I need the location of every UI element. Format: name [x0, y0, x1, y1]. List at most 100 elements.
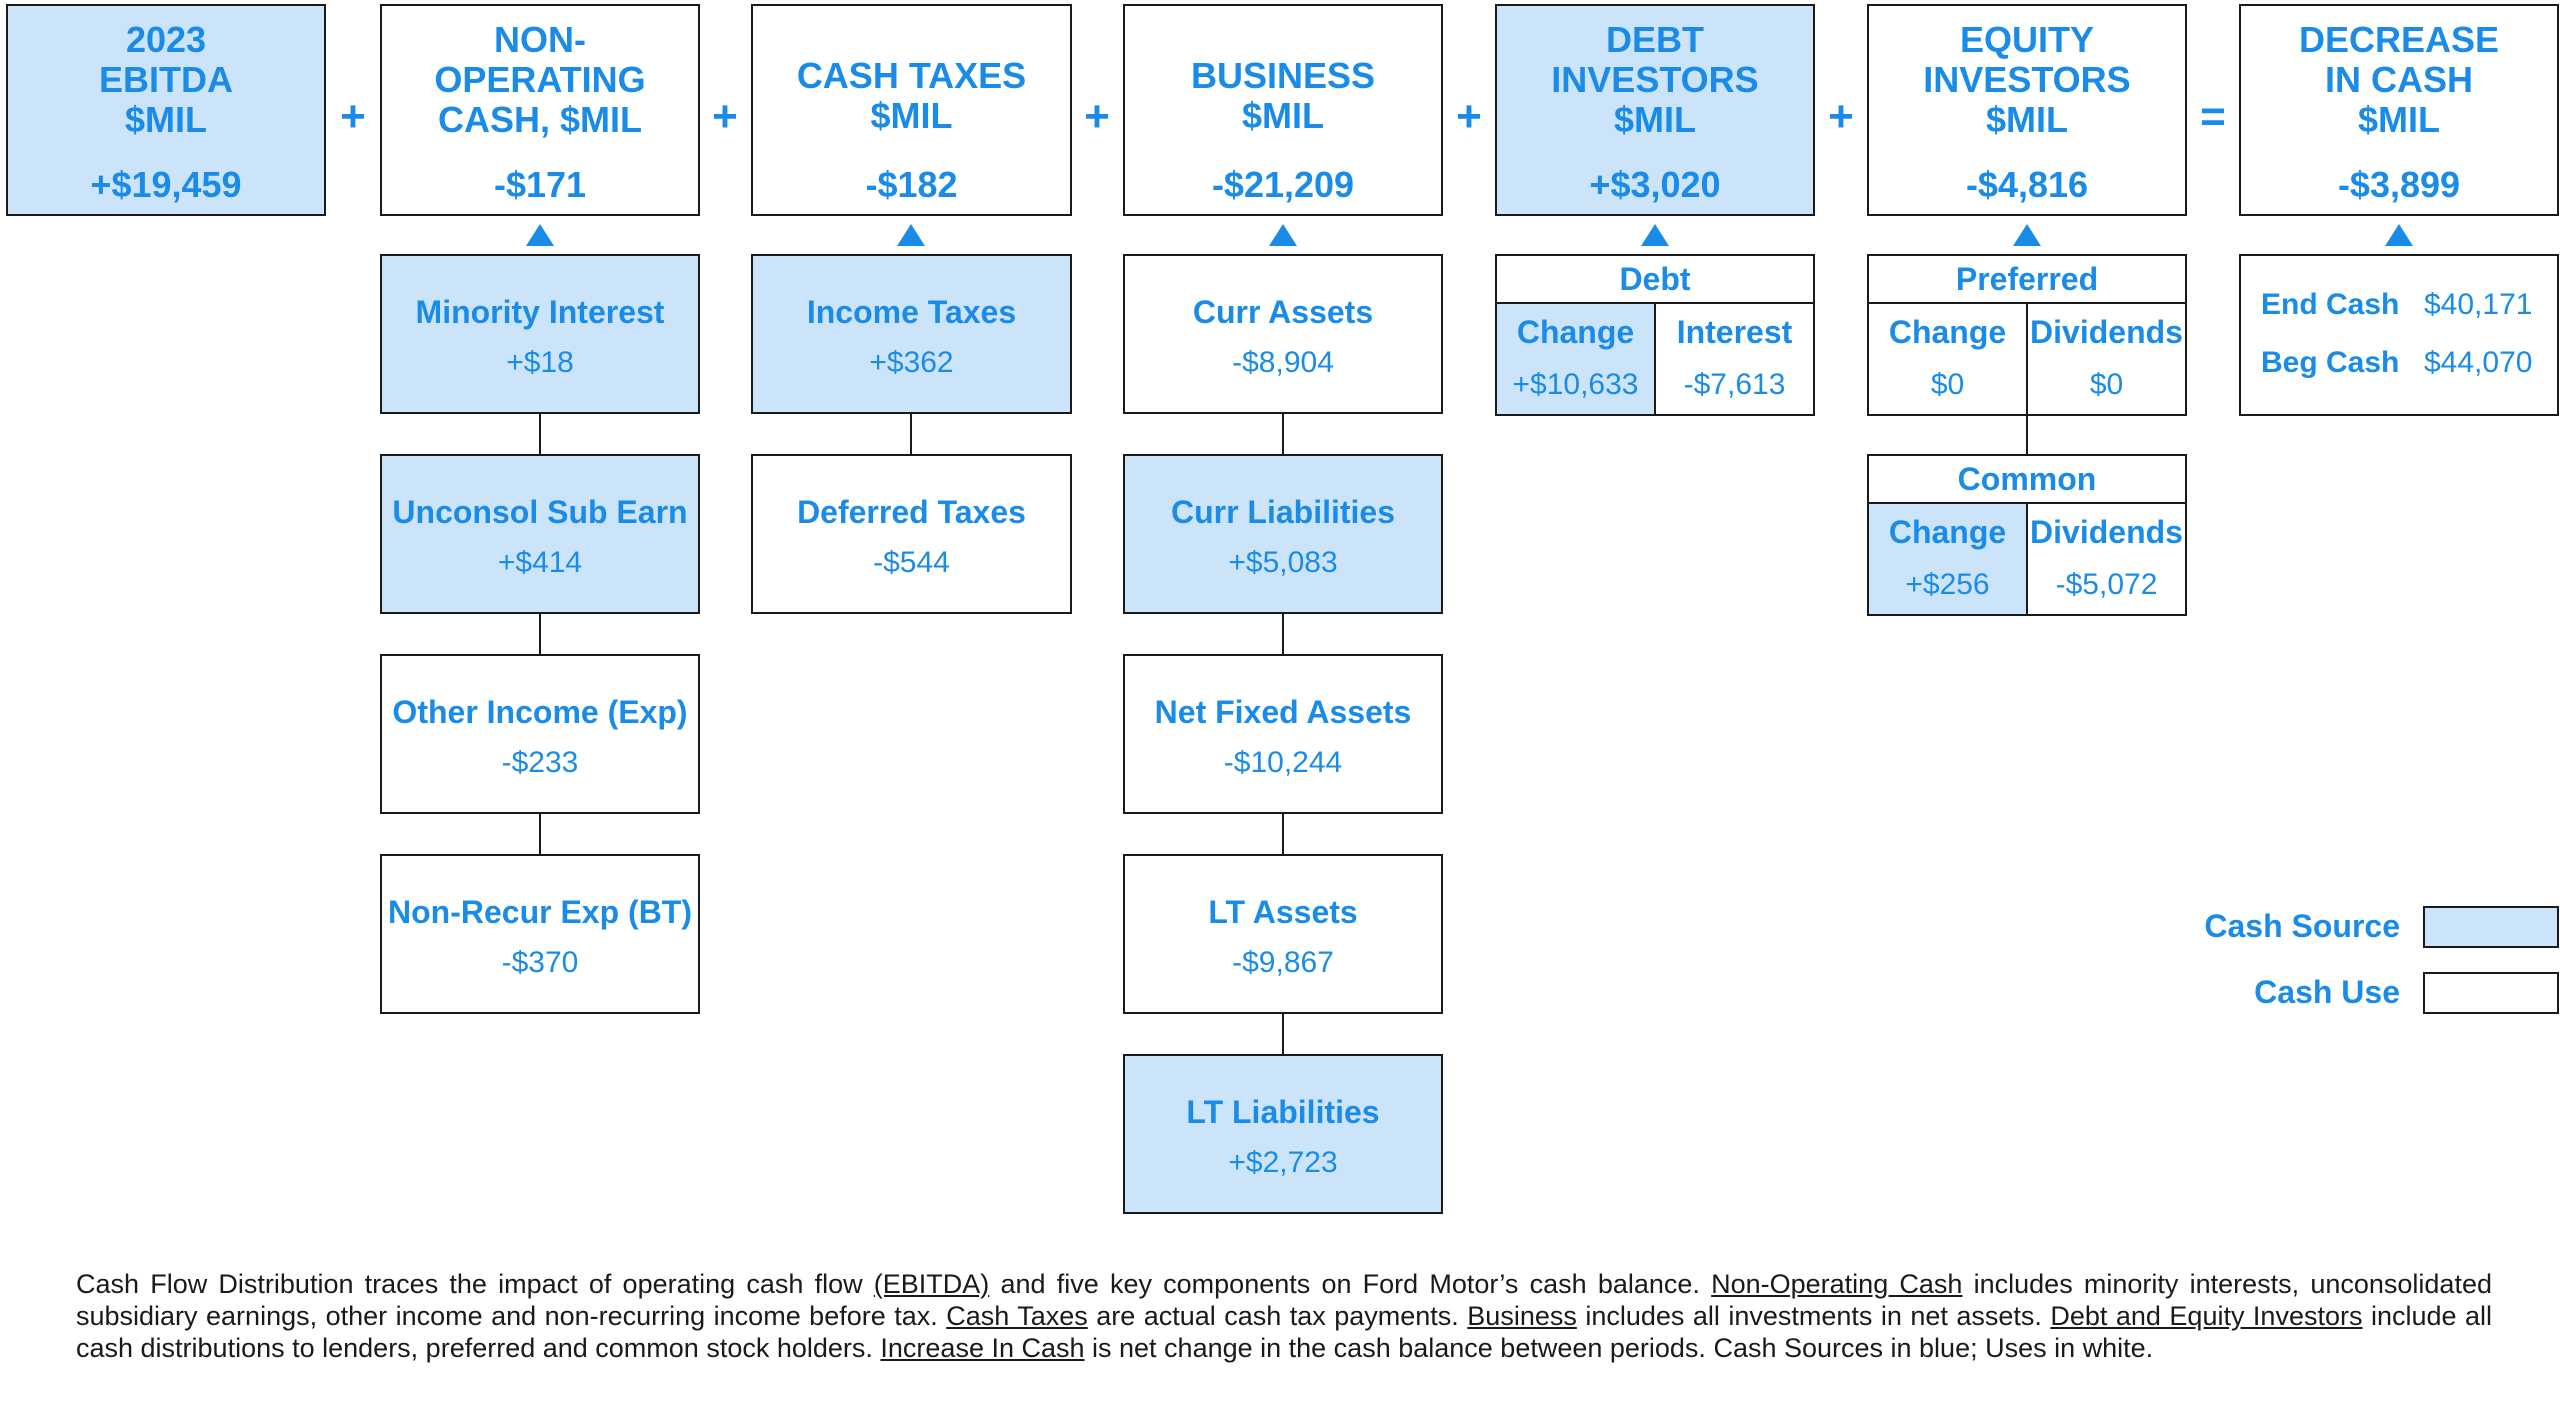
lt-liabilities-label: LT Liabilities: [1186, 1094, 1380, 1130]
cash-arrow-icon: [2385, 224, 2413, 246]
ebitda-value: +$19,459: [90, 164, 242, 205]
preferred-change-value: $0: [1930, 368, 1965, 401]
footnote-text-5: includes all investments in net assets.: [1576, 1301, 2051, 1331]
ebitda-title-2: EBITDA: [99, 59, 233, 100]
plus-operator-3: +: [1084, 92, 1110, 141]
business-header: BUSINESS $MIL -$21,209: [1123, 4, 1443, 216]
minority-interest-value: +$18: [506, 346, 574, 379]
end-cash-label: End Cash: [2261, 288, 2400, 321]
common-title: Common: [1867, 454, 2187, 504]
footnote-text-6: include all cash distributions to lender…: [76, 1301, 2493, 1363]
minority-interest-card: Minority Interest +$18: [380, 254, 700, 414]
cash-source-legend-swatch: [2423, 906, 2559, 948]
footnote-text-4: are actual cash tax payments.: [1087, 1301, 1468, 1331]
lt-assets-label: LT Assets: [1208, 894, 1358, 930]
lt-assets-value: -$9,867: [1232, 946, 1334, 979]
preferred-dividends-cell: Dividends $0: [2026, 302, 2187, 416]
other-income-card: Other Income (Exp) -$233: [380, 654, 700, 814]
equity-investors-title-2: INVESTORS: [1923, 59, 2131, 100]
cash-source-legend-label: Cash Source: [2204, 908, 2400, 944]
other-income-label: Other Income (Exp): [392, 694, 688, 730]
equity-investors-title-1: EQUITY: [1959, 19, 2094, 60]
income-taxes-label: Income Taxes: [806, 294, 1017, 330]
income-taxes-card: Income Taxes +$362: [751, 254, 1072, 414]
common-change-label: Change: [1888, 514, 2007, 550]
preferred-dividends-label: Dividends: [2030, 314, 2183, 350]
nonoperating-arrow-icon: [526, 224, 554, 246]
curr-assets-label: Curr Assets: [1192, 294, 1374, 330]
debt-investors-title-1: DEBT: [1605, 19, 1704, 60]
decrease-in-cash-header: DECREASE IN CASH $MIL -$3,899: [2239, 4, 2559, 216]
common-dividends-value: -$5,072: [2055, 568, 2158, 601]
non-recur-exp-value: -$370: [501, 946, 579, 979]
net-fixed-assets-card: Net Fixed Assets -$10,244: [1123, 654, 1443, 814]
cash-taxes-title-1: CASH TAXES: [796, 55, 1027, 96]
cash-use-legend-label: Cash Use: [2254, 974, 2400, 1010]
debt-change-label: Change: [1516, 314, 1635, 350]
common-dividends-cell: Dividends -$5,072: [2026, 502, 2187, 616]
other-income-value: -$233: [501, 746, 579, 779]
taxes-connector: [910, 414, 912, 454]
common-change-cell: Change +$256: [1867, 502, 2028, 616]
end-cash-value: $40,171: [2424, 288, 2533, 321]
preferred-dividends-value: $0: [2089, 368, 2124, 401]
debt-investors-value: +$3,020: [1589, 164, 1721, 205]
debt-change-cell: Change +$10,633: [1495, 302, 1656, 416]
ebitda-title-3: $MIL: [124, 99, 207, 140]
curr-liabilities-card: Curr Liabilities +$5,083: [1123, 454, 1443, 614]
income-taxes-value: +$362: [869, 346, 954, 379]
debt-investors-title-3: $MIL: [1613, 99, 1696, 140]
cash-taxes-title-2: $MIL: [870, 95, 953, 136]
debt-interest-value: -$7,613: [1683, 368, 1786, 401]
footnote-text-1: Cash Flow Distribution traces the impact…: [76, 1269, 874, 1299]
preferred-change-cell: Change $0: [1867, 302, 2028, 416]
footnote-cash-taxes: Cash Taxes: [946, 1301, 1088, 1331]
debt-change-value: +$10,633: [1512, 368, 1639, 401]
plus-operator-2: +: [712, 92, 738, 141]
lt-liabilities-value: +$2,723: [1228, 1146, 1338, 1179]
footnote-text-3: includes minority interests, unconsolida…: [76, 1269, 2492, 1331]
curr-assets-value: -$8,904: [1232, 346, 1334, 379]
nonoperating-title-2: OPERATING: [434, 59, 646, 100]
debt-title: Debt: [1495, 254, 1815, 304]
decrease-in-cash-title-1: DECREASE: [2298, 19, 2500, 60]
debt-interest-cell: Interest -$7,613: [1654, 302, 1815, 416]
footnote: Cash Flow Distribution traces the impact…: [76, 1268, 2492, 1364]
equity-investors-header: EQUITY INVESTORS $MIL -$4,816: [1867, 4, 2187, 216]
nonoperating-value: -$171: [493, 164, 587, 205]
lt-assets-card: LT Assets -$9,867: [1123, 854, 1443, 1014]
beg-cash-value: $44,070: [2424, 346, 2533, 379]
beg-cash-label: Beg Cash: [2261, 346, 2400, 379]
plus-operator-4: +: [1456, 92, 1482, 141]
lt-liabilities-card: LT Liabilities +$2,723: [1123, 1054, 1443, 1214]
equity-connector: [2026, 416, 2028, 454]
non-recur-exp-card: Non-Recur Exp (BT) -$370: [380, 854, 700, 1014]
footnote-text-7: is net change in the cash balance betwee…: [1084, 1333, 2154, 1363]
debt-investors-title-2: INVESTORS: [1551, 59, 1759, 100]
equity-arrow-icon: [2013, 224, 2041, 246]
curr-liabilities-value: +$5,083: [1228, 546, 1338, 579]
footnote-investors: Debt and Equity Investors: [2050, 1301, 2363, 1331]
equity-investors-value: -$4,816: [1965, 164, 2089, 205]
cash-balance-card: End Cash $40,171 Beg Cash $44,070: [2239, 254, 2559, 416]
footnote-business: Business: [1467, 1301, 1577, 1331]
deferred-taxes-value: -$544: [873, 546, 950, 579]
nonoperating-connector: [539, 414, 541, 854]
decrease-in-cash-value: -$3,899: [2337, 164, 2461, 205]
ebitda-title-1: 2023: [125, 19, 207, 60]
preferred-title: Preferred: [1867, 254, 2187, 304]
footnote-ebitda: (EBITDA): [873, 1269, 990, 1299]
minority-interest-label: Minority Interest: [415, 294, 665, 330]
unconsol-sub-earn-value: +$414: [497, 546, 583, 579]
net-fixed-assets-label: Net Fixed Assets: [1154, 694, 1412, 730]
cash-use-legend-swatch: [2423, 972, 2559, 1014]
debt-arrow-icon: [1641, 224, 1669, 246]
cash-taxes-value: -$182: [865, 164, 958, 205]
nonoperating-title-1: NON-: [494, 19, 586, 60]
cash-taxes-header: CASH TAXES $MIL -$182: [751, 4, 1072, 216]
decrease-in-cash-title-2: IN CASH: [2324, 59, 2473, 100]
curr-assets-card: Curr Assets -$8,904: [1123, 254, 1443, 414]
curr-liabilities-label: Curr Liabilities: [1170, 494, 1396, 530]
footnote-non-operating-cash: Non-Operating Cash: [1711, 1269, 1963, 1299]
nonoperating-title-3: CASH, $MIL: [437, 99, 642, 140]
